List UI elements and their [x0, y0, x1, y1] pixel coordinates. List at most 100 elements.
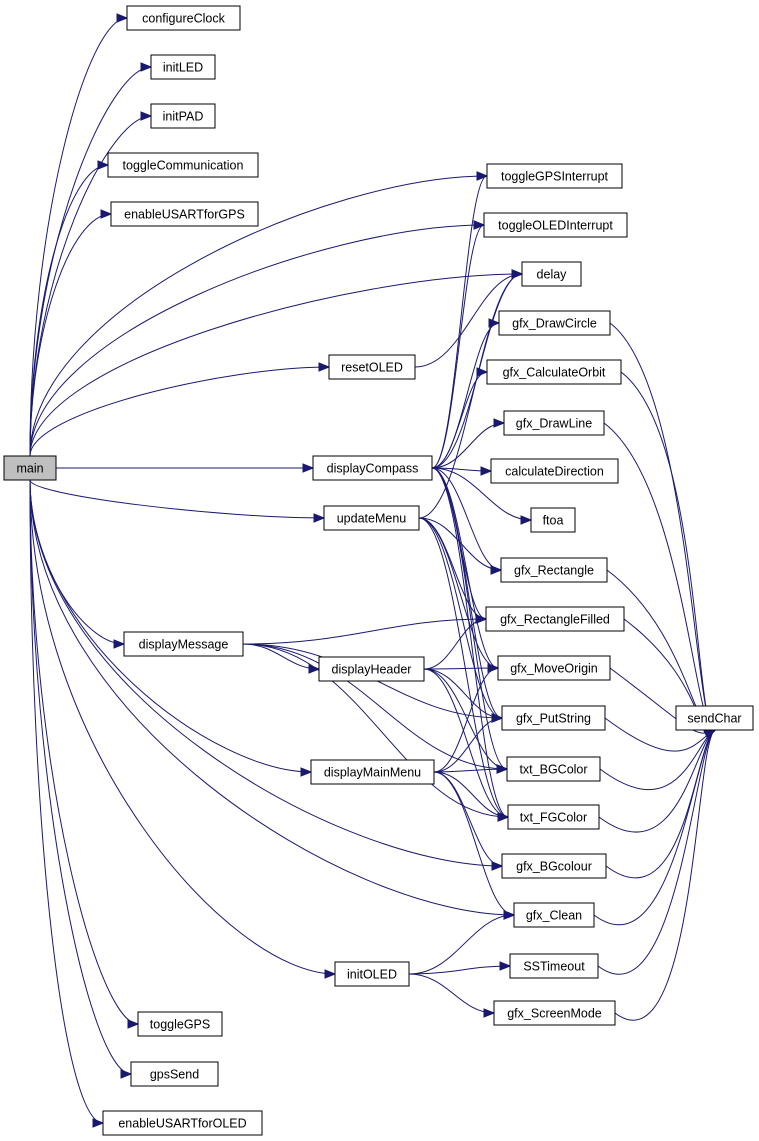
node-initOLED[interactable]: initOLED: [334, 961, 410, 987]
edge-arrowhead-displayHeader-to-gfx_RectangleFilled: [475, 614, 488, 624]
node-gfx_Clean[interactable]: gfx_Clean: [513, 902, 595, 928]
node-displayHeader[interactable]: displayHeader: [318, 656, 425, 682]
node-txt_FGColor[interactable]: txt_FGColor: [507, 804, 600, 830]
node-box-displayHeader[interactable]: [318, 656, 425, 682]
node-initLED[interactable]: initLED: [150, 54, 216, 80]
node-calculateDirection[interactable]: calculateDirection: [490, 458, 619, 484]
node-box-gfx_DrawLine[interactable]: [503, 410, 605, 436]
node-delay[interactable]: delay: [521, 261, 582, 287]
node-label-sendChar: sendChar: [687, 712, 741, 726]
node-box-SSTimeout[interactable]: [509, 953, 599, 979]
node-displayCompass[interactable]: displayCompass: [312, 455, 433, 481]
node-toggleGPSInterrupt[interactable]: toggleGPSInterrupt: [486, 163, 623, 189]
edge-arrowhead-displayMainMenu-to-txt_FGColor: [497, 812, 510, 822]
node-txt_BGColor[interactable]: txt_BGColor: [506, 756, 601, 782]
node-box-toggleCommunication[interactable]: [107, 152, 259, 178]
node-box-gfx_ScreenMode[interactable]: [493, 1000, 616, 1026]
node-box-txt_BGColor[interactable]: [506, 756, 601, 782]
node-gfx_DrawLine[interactable]: gfx_DrawLine: [503, 410, 605, 436]
node-box-main[interactable]: [3, 455, 57, 481]
node-initPAD[interactable]: initPAD: [150, 103, 216, 129]
node-box-gfx_BGcolour[interactable]: [501, 853, 607, 879]
node-gfx_ScreenMode[interactable]: gfx_ScreenMode: [493, 1000, 616, 1026]
node-main[interactable]: main: [3, 455, 57, 481]
edge-arrowhead-main-to-initOLED: [324, 969, 337, 979]
edge-arrowhead-main-to-resetOLED: [318, 362, 331, 372]
node-box-toggleGPS[interactable]: [137, 1011, 223, 1037]
node-box-gfx_PutString[interactable]: [501, 705, 606, 731]
node-toggleGPS[interactable]: toggleGPS: [137, 1011, 223, 1037]
node-label-toggleCommunication: toggleCommunication: [123, 159, 244, 173]
node-box-initLED[interactable]: [150, 54, 216, 80]
edge-updateMenu-to-delay: [418, 273, 523, 519]
node-box-initOLED[interactable]: [334, 961, 410, 987]
node-box-calculateDirection[interactable]: [490, 458, 619, 484]
node-box-gfx_DrawCircle[interactable]: [498, 310, 611, 336]
node-box-txt_FGColor[interactable]: [507, 804, 600, 830]
edge-arrowhead-displayCompass-to-calculateDirection: [480, 466, 493, 476]
edge-main-to-displayMainMenu: [29, 479, 312, 773]
node-box-resetOLED[interactable]: [328, 354, 416, 380]
node-label-displayCompass: displayCompass: [327, 462, 419, 476]
node-label-gfx_CalculateOrbit: gfx_CalculateOrbit: [503, 366, 606, 380]
node-gfx_CalculateOrbit[interactable]: gfx_CalculateOrbit: [486, 359, 622, 385]
node-gfx_RectangleFilled[interactable]: gfx_RectangleFilled: [485, 606, 625, 632]
node-box-gfx_CalculateOrbit[interactable]: [486, 359, 622, 385]
node-box-gfx_RectangleFilled[interactable]: [485, 606, 625, 632]
node-gfx_BGcolour[interactable]: gfx_BGcolour: [501, 853, 607, 879]
node-gpsSend[interactable]: gpsSend: [130, 1061, 219, 1087]
edge-main-to-updateMenu: [29, 479, 325, 519]
node-label-displayHeader: displayHeader: [332, 663, 412, 677]
node-configureClock[interactable]: configureClock: [126, 5, 241, 31]
node-sendChar[interactable]: sendChar: [675, 705, 754, 731]
edge-gfx_ScreenMode-to-sendChar: [614, 729, 716, 1021]
node-gfx_PutString[interactable]: gfx_PutString: [501, 705, 606, 731]
node-resetOLED[interactable]: resetOLED: [328, 354, 416, 380]
edge-arrowhead-main-to-initLED: [140, 62, 153, 72]
node-box-gfx_MoveOrigin[interactable]: [497, 655, 611, 681]
node-label-toggleGPSInterrupt: toggleGPSInterrupt: [501, 170, 609, 184]
node-SSTimeout[interactable]: SSTimeout: [509, 953, 599, 979]
node-ftoa[interactable]: ftoa: [530, 507, 576, 533]
node-box-initPAD[interactable]: [150, 103, 216, 129]
node-box-displayCompass[interactable]: [312, 455, 433, 481]
edge-main-to-toggleCommunication: [29, 164, 109, 457]
node-enableUSARTforGPS[interactable]: enableUSARTforGPS: [110, 201, 259, 227]
edge-arrowhead-displayMainMenu-to-txt_BGColor: [496, 764, 509, 774]
node-gfx_DrawCircle[interactable]: gfx_DrawCircle: [498, 310, 611, 336]
node-displayMessage[interactable]: displayMessage: [123, 631, 244, 657]
node-box-updateMenu[interactable]: [323, 505, 420, 531]
edge-arrowhead-main-to-gpsSend: [120, 1069, 133, 1079]
edge-displayMessage-to-txt_BGColor: [242, 643, 508, 770]
node-box-delay[interactable]: [521, 261, 582, 287]
node-gfx_MoveOrigin[interactable]: gfx_MoveOrigin: [497, 655, 611, 681]
node-box-toggleOLEDInterrupt[interactable]: [483, 212, 628, 238]
node-label-gpsSend: gpsSend: [150, 1068, 199, 1082]
edge-main-to-gfx_BGcolour: [29, 479, 503, 867]
node-gfx_Rectangle[interactable]: gfx_Rectangle: [500, 557, 608, 583]
edge-displayMainMenu-to-gfx_MoveOrigin: [433, 667, 499, 773]
node-enableUSARTforOLED[interactable]: enableUSARTforOLED: [102, 1110, 263, 1136]
node-box-sendChar[interactable]: [675, 705, 754, 731]
node-label-main: main: [16, 462, 43, 476]
node-toggleCommunication[interactable]: toggleCommunication: [107, 152, 259, 178]
node-label-displayMainMenu: displayMainMenu: [324, 766, 421, 780]
edge-displayHeader-to-gfx_MoveOrigin: [423, 667, 499, 670]
node-toggleOLEDInterrupt[interactable]: toggleOLEDInterrupt: [483, 212, 628, 238]
nodes: main configureClock initLED initPAD toggleCo…: [3, 5, 754, 1136]
node-box-ftoa[interactable]: [530, 507, 576, 533]
node-box-displayMessage[interactable]: [123, 631, 244, 657]
node-label-gfx_Rectangle: gfx_Rectangle: [514, 564, 594, 578]
node-box-gfx_Rectangle[interactable]: [500, 557, 608, 583]
node-label-ftoa: ftoa: [543, 514, 564, 528]
node-box-displayMainMenu[interactable]: [310, 759, 435, 785]
node-box-enableUSARTforGPS[interactable]: [110, 201, 259, 227]
node-box-configureClock[interactable]: [126, 5, 241, 31]
node-box-toggleGPSInterrupt[interactable]: [486, 163, 623, 189]
node-box-gpsSend[interactable]: [130, 1061, 219, 1087]
node-box-enableUSARTforOLED[interactable]: [102, 1110, 263, 1136]
node-box-gfx_Clean[interactable]: [513, 902, 595, 928]
edge-displayMainMenu-to-gfx_BGcolour: [433, 771, 503, 867]
node-updateMenu[interactable]: updateMenu: [323, 505, 420, 531]
node-displayMainMenu[interactable]: displayMainMenu: [310, 759, 435, 785]
